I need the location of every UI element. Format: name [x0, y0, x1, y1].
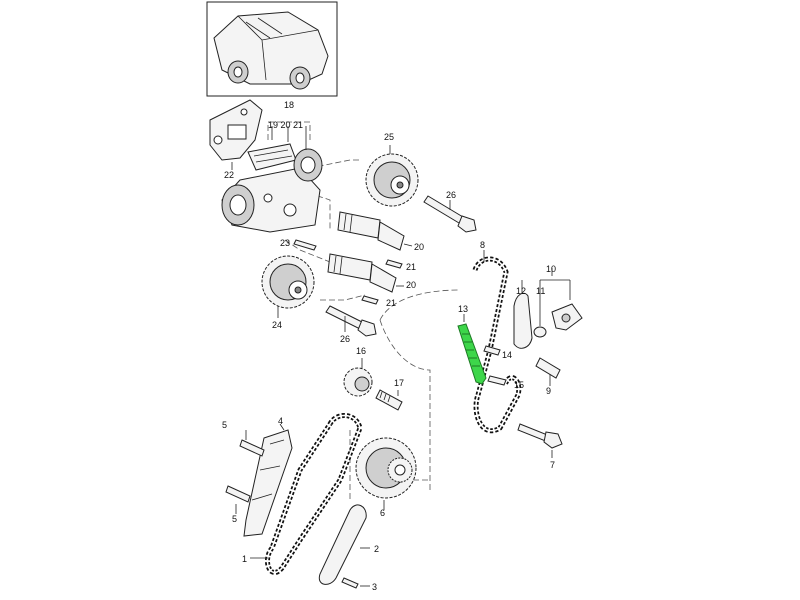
highlighted-part [457, 323, 487, 385]
label-2: 2 [374, 544, 379, 554]
lower-timing-chain [265, 413, 363, 575]
label-5-upper: 5 [222, 420, 227, 430]
crank-sprocket-6 [355, 437, 417, 510]
bolt-3 [341, 577, 370, 589]
label-22: 22 [224, 170, 234, 180]
label-21-upper: 21 [406, 262, 416, 272]
bolt-23 [293, 239, 317, 251]
shaft-17 [375, 389, 403, 411]
label-9: 9 [546, 386, 551, 396]
label-7: 7 [550, 460, 555, 470]
label-24: 24 [272, 320, 282, 330]
label-21-lower: 21 [386, 298, 396, 308]
bolt-7 [517, 423, 563, 458]
solenoid-20-upper [337, 211, 413, 251]
label-18: 18 [284, 100, 294, 110]
label-19-20-21: 19 20 21 [268, 120, 303, 130]
chain-guide-4 [243, 423, 293, 537]
label-14: 14 [502, 350, 512, 360]
bolt-26-lower [325, 305, 377, 337]
bolt-21-lower [361, 295, 379, 305]
tensioner-10-11 [533, 268, 583, 338]
label-1: 1 [242, 554, 247, 564]
part-labels: 18 19 20 21 22 25 26 8 20 23 21 10 20 12… [222, 100, 556, 592]
pin-14 [483, 345, 501, 356]
bolt-21-upper [385, 259, 403, 269]
tensioner-rail-2 [318, 504, 370, 585]
cam-sprocket-24 [261, 255, 315, 318]
upper-timing-chain [472, 250, 522, 434]
solenoid-20-lower [327, 253, 404, 293]
label-12: 12 [516, 286, 526, 296]
label-23: 23 [280, 238, 290, 248]
vehicle-thumbnail [206, 1, 338, 97]
label-13: 13 [458, 304, 468, 314]
bolt-5-upper [239, 430, 265, 457]
label-10: 10 [546, 264, 556, 274]
label-20-lower: 20 [406, 280, 416, 290]
label-26-upper: 26 [446, 190, 456, 200]
pin-15 [487, 375, 507, 386]
bolt-5-lower [225, 485, 251, 514]
label-20-upper: 20 [414, 242, 424, 252]
label-8: 8 [480, 240, 485, 250]
label-17: 17 [394, 378, 404, 388]
label-25: 25 [384, 132, 394, 142]
label-5-lower: 5 [232, 514, 237, 524]
chain-guide-13-highlighted [457, 314, 487, 385]
label-26-lower: 26 [340, 334, 350, 344]
cam-housing [221, 126, 323, 233]
label-16: 16 [356, 346, 366, 356]
bolt-26-upper [423, 195, 477, 233]
label-6: 6 [380, 508, 385, 518]
tensioner-guide-12 [513, 280, 533, 349]
gasket-22 [209, 99, 263, 170]
sprocket-16 [343, 358, 373, 397]
label-4: 4 [278, 416, 283, 426]
label-15: 15 [514, 380, 524, 390]
reference-lines [267, 121, 461, 500]
cam-sprocket-25 [365, 145, 419, 207]
tensioner-9 [535, 357, 561, 386]
label-3: 3 [372, 582, 377, 592]
label-11: 11 [536, 286, 545, 296]
